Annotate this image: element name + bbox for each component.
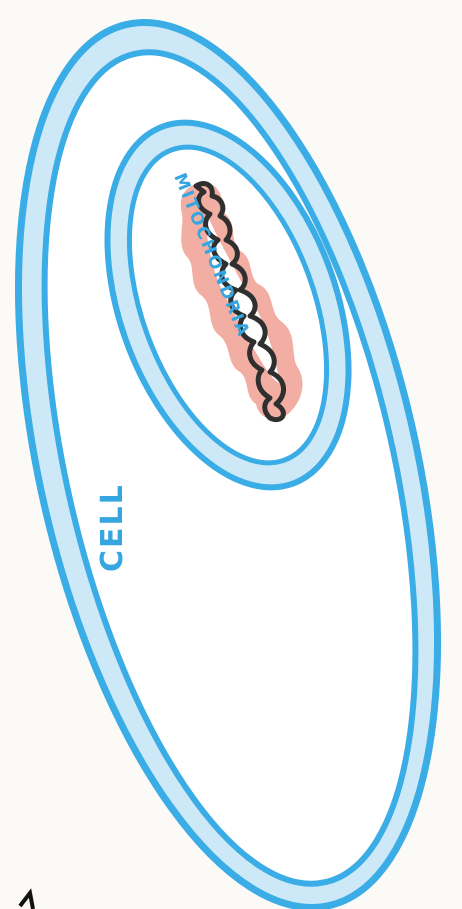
cell-label: CELL xyxy=(95,483,130,572)
pen-mark xyxy=(20,893,33,909)
